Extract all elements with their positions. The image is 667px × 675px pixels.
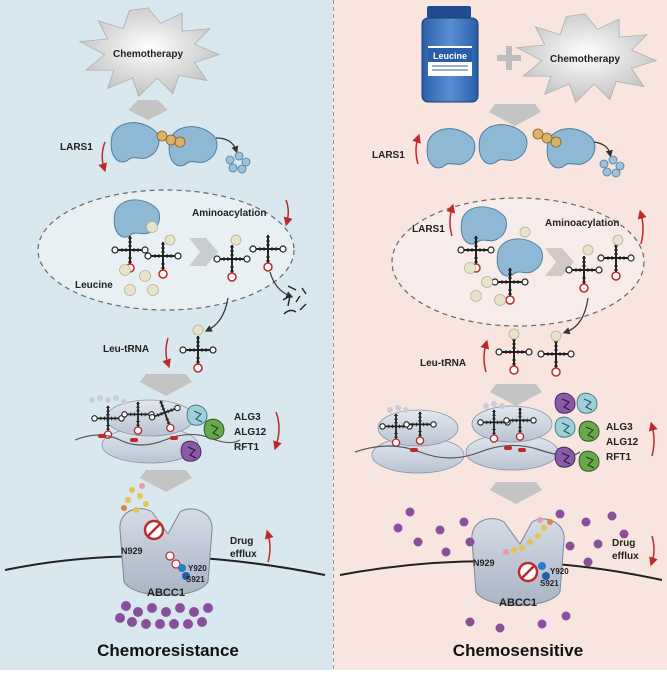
- right-abcc1-label: ABCC1: [499, 597, 537, 609]
- right-mrna-markers: [410, 446, 526, 452]
- left-glycan-green: [203, 418, 225, 440]
- left-aminoacylation-down-arrow: [283, 199, 293, 227]
- right-glycan-teal-1: [576, 392, 598, 414]
- left-degraded-trna-fragments: [282, 285, 307, 315]
- left-nascent-chain: [89, 395, 127, 405]
- left-drug-label: Drug: [230, 536, 253, 547]
- right-glycan-teal-2: [554, 416, 576, 438]
- right-released-dots: [599, 155, 625, 178]
- right-prohibited-icon: [517, 561, 539, 583]
- left-leu-trna-label: Leu-tRNA: [103, 344, 149, 355]
- left-rft1-label: RFT1: [234, 442, 259, 453]
- right-alg3-label: ALG3: [606, 422, 633, 433]
- left-glycan-chain: [121, 483, 149, 513]
- right-drug-molecules-s: [532, 128, 562, 148]
- right-rft1-label: RFT1: [606, 452, 631, 463]
- right-alg12-label: ALG12: [606, 437, 639, 448]
- right-panel-title: Chemosensitive: [453, 641, 583, 660]
- right-flow-chevron-1: [489, 104, 541, 126]
- left-leucine-dots: [119, 221, 242, 296]
- right-trna-export-arrow: [562, 297, 589, 335]
- left-leu-trna-down-arrow: [162, 337, 171, 369]
- right-leu-trna-leucine-2: [550, 330, 562, 342]
- right-flow-chevron-3: [490, 482, 542, 504]
- left-glycan-purple: [180, 440, 202, 462]
- left-released-dots: [225, 151, 251, 174]
- right-glycan-purple-1: [554, 392, 576, 414]
- left-inner-chevron: [189, 238, 218, 266]
- right-aminoacylation-label: Aminoacylation: [545, 218, 619, 229]
- right-glycan-green-1: [578, 420, 600, 442]
- right-drug-molecules: [393, 507, 629, 633]
- left-degraded-arrow: [269, 271, 294, 299]
- left-mrna-markers: [98, 434, 178, 442]
- left-alg-down-arrow: [273, 411, 282, 451]
- left-y920-label: Y920: [188, 564, 207, 573]
- right-drug-label: Drug: [612, 538, 635, 549]
- left-alg3-label: ALG3: [234, 412, 261, 423]
- right-ribosome-2: [465, 405, 559, 471]
- right-leu-trna-leucine-1: [508, 328, 520, 340]
- right-flow-chevron-2: [490, 384, 542, 406]
- left-leucine-label: Leucine: [75, 280, 113, 291]
- right-efflux-label: efflux: [612, 551, 639, 562]
- left-lars1-label: LARS1: [60, 142, 93, 153]
- right-lars1-label: LARS1: [372, 150, 405, 161]
- right-leu-trna-up-arrow: [480, 339, 490, 373]
- left-n929-label: N929: [121, 546, 143, 556]
- right-drug-efflux-down-arrow: [649, 535, 658, 567]
- right-glycan-purple-2: [554, 446, 576, 468]
- right-abcc1-transporter: [471, 518, 565, 606]
- right-leucine-bottle: [421, 6, 479, 103]
- right-aminoacylation-up-arrow: [637, 209, 647, 245]
- left-trna-export-arrow: [204, 297, 229, 332]
- right-lars1-up-arrow: [412, 133, 421, 165]
- left-s921-label: S921: [186, 575, 205, 584]
- left-release-arrow: [215, 137, 239, 154]
- right-release-arrow: [593, 141, 613, 158]
- right-s921-label: S921: [540, 579, 559, 588]
- right-ribosome-1: [371, 409, 465, 474]
- left-drug-molecules-s: [156, 130, 186, 148]
- left-alg12-label: ALG12: [234, 427, 267, 438]
- left-panel-title: Chemoresistance: [97, 641, 239, 660]
- left-prohibited-icon: [143, 519, 165, 541]
- right-mrna: [354, 444, 581, 459]
- right-n929-label: N929: [473, 558, 495, 568]
- left-aminoacylation-label: Aminoacylation: [192, 208, 266, 219]
- right-bottle-label: Leucine: [433, 51, 467, 61]
- left-efflux-label: efflux: [230, 549, 257, 560]
- left-chemotherapy-label: Chemotherapy: [113, 49, 183, 60]
- left-drug-molecules: [115, 601, 213, 629]
- left-lars1-down-arrow: [98, 141, 107, 173]
- left-mrna: [74, 433, 241, 446]
- right-inner-lars1-up-arrow: [446, 203, 456, 237]
- right-glycan-green-2: [578, 450, 600, 472]
- left-binding-sites: [165, 551, 190, 580]
- right-nascent-chain: [387, 401, 505, 413]
- left-flow-chevron-2: [140, 374, 192, 396]
- right-y920-label: Y920: [550, 567, 569, 576]
- left-abcc1-label: ABCC1: [147, 587, 185, 599]
- left-drug-efflux-up-arrow: [264, 529, 274, 563]
- right-leu-trna-label: Leu-tRNA: [420, 358, 466, 369]
- left-leu-trna-leucine: [192, 324, 204, 336]
- right-alg-up-arrow: [648, 421, 658, 457]
- left-flow-chevron-1: [128, 100, 168, 120]
- right-inner-lars1-label: LARS1: [412, 224, 445, 235]
- left-flow-chevron-3: [140, 470, 192, 492]
- right-binding-sites: [538, 562, 550, 580]
- right-glycan-chain: [503, 517, 553, 555]
- right-leucine-dots: [464, 226, 624, 306]
- right-plus-icon: [497, 46, 521, 70]
- left-glycan-teal: [186, 404, 208, 426]
- right-chemotherapy-label: Chemotherapy: [550, 54, 620, 65]
